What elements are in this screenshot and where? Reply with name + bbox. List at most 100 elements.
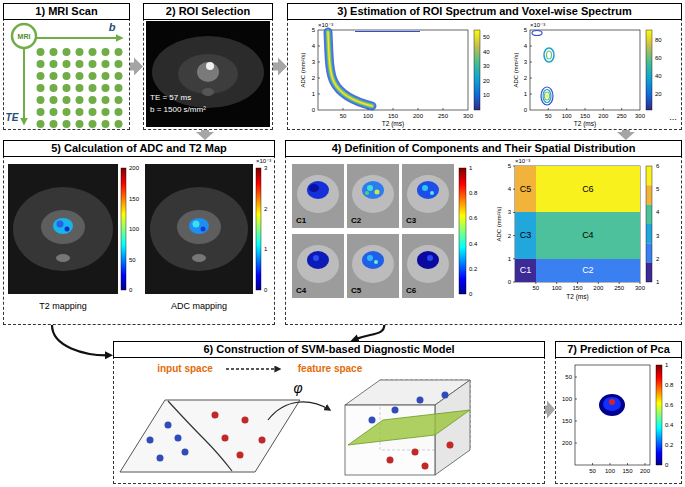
voxel-spectrum-plot-part: [546, 94, 548, 98]
component-maps-part: [407, 245, 449, 283]
figure-label: 30: [483, 63, 490, 69]
component-grid-axes-part: [646, 166, 652, 282]
adc-map-image-part: [145, 164, 253, 294]
prediction-map: [575, 365, 662, 465]
component-label: C6: [582, 185, 594, 194]
figure-label: C2: [351, 217, 361, 225]
component-cell: C5: [515, 166, 536, 212]
prediction-map-part: [609, 399, 615, 405]
component-maps: [292, 164, 466, 298]
component-label: C3: [520, 231, 532, 240]
t2-map-image-part: [57, 221, 64, 228]
curved-arrow-line: [52, 325, 107, 355]
voxel-spectrum-plot-part: [547, 51, 552, 59]
component-grid-axes-part: [513, 166, 640, 284]
component-grid-axes-part: [646, 224, 652, 243]
component-maps-part: [347, 234, 399, 298]
figure-label: ...: [669, 113, 677, 122]
component-maps-part: [402, 164, 454, 228]
block-arrow: [196, 130, 214, 140]
figure-label: 1: [524, 91, 527, 97]
component-maps-part: [362, 251, 384, 269]
svm-illustration-part: [168, 401, 232, 471]
mri-scan-figure-part: [37, 37, 122, 39]
roi-spectrum-plot-part: [328, 32, 372, 106]
roi-spectrum-plot-part: [328, 32, 372, 106]
figure-label: T2 mapping: [39, 302, 87, 311]
adc-map-image-part: [256, 168, 261, 290]
figure-label: ×10⁻³: [318, 22, 333, 28]
mri-scan-figure: [12, 24, 125, 130]
block-arrow: [545, 401, 555, 419]
component-maps-part: [367, 255, 373, 261]
figure-label: 2: [312, 75, 315, 81]
figure-label: φ: [293, 381, 302, 395]
panel-title: 6) Construction of SVM-based Diagnostic …: [113, 341, 545, 358]
figure-label: 2: [508, 233, 511, 239]
figure-label: 1: [264, 246, 267, 252]
figure-label: feature space: [298, 364, 362, 374]
figure-label: 0.4: [469, 241, 477, 247]
figure-label: 50: [483, 34, 490, 40]
figure-label: T2 (ms): [566, 294, 588, 301]
figure-label: 100: [363, 113, 373, 119]
component-cell: C3: [515, 212, 536, 258]
figure-label: MRI: [18, 33, 31, 40]
panel-title: 7) Prediction of Pca: [555, 341, 682, 358]
figure-label: ADC (mm²/s): [496, 207, 502, 242]
component-grid-axes-part: [646, 263, 652, 282]
figure-label: ADC (mm²/s): [300, 53, 306, 88]
figure-label: 5: [312, 27, 315, 33]
figure-label: 0.8: [469, 190, 477, 196]
figure-label: C4: [296, 287, 306, 295]
voxel-spectrum-plot-part: [544, 48, 554, 62]
figure-label: 4: [524, 43, 527, 49]
component-maps-part: [292, 234, 344, 298]
prediction-map-part: [575, 365, 650, 465]
figure-label: 20: [655, 91, 662, 97]
t2-map-image-part: [13, 187, 113, 271]
figure-label: 300: [635, 285, 645, 291]
component-maps-part: [365, 191, 369, 195]
figure-label: 100: [562, 113, 572, 119]
figure-label: 50: [565, 374, 572, 380]
roi-spectrum-plot-part: [328, 32, 372, 106]
svm-illustration-part: [369, 417, 376, 424]
panel-box: 6) Construction of SVM-based Diagnostic …: [113, 341, 545, 484]
roi-image-part: [146, 21, 270, 127]
roi-spectrum-plot-part: [355, 31, 420, 32]
figure-label: b = 1500 s/mm²: [150, 106, 206, 114]
svm-illustration-part: [268, 402, 330, 420]
component-maps-part: [407, 175, 449, 213]
figure-label: C5: [351, 287, 361, 295]
svm-illustration-part: [182, 449, 189, 456]
figure-label: 0.6: [665, 402, 673, 408]
connector: [130, 58, 143, 76]
figure-label: 150: [622, 468, 632, 474]
figure-label: ×10⁻³: [256, 158, 271, 164]
figure-label: 4: [312, 43, 315, 49]
figure-label: 1: [656, 279, 659, 285]
svm-illustration-part: [442, 392, 449, 399]
block-arrow: [273, 58, 287, 76]
figure-label: 150: [580, 113, 590, 119]
svm-illustration-part: [387, 457, 394, 464]
component-maps-part: [307, 251, 329, 269]
prediction-map-part: [599, 394, 625, 416]
figure-label: ×10⁻³: [530, 22, 545, 28]
panel-title: 4) Definition of Components and Their Sp…: [285, 140, 682, 157]
adc-map-image-part: [150, 187, 248, 271]
component-maps-part: [307, 181, 329, 199]
figure-label: 0: [129, 287, 132, 293]
roi-image-part: [206, 62, 214, 70]
figure-label: 1: [469, 165, 472, 171]
svm-illustration-part: [226, 368, 280, 370]
figure-label: 150: [129, 196, 139, 202]
roi-spectrum-plot-part: [474, 30, 480, 110]
figure-label: 250: [438, 113, 448, 119]
figure-label: C1: [296, 217, 306, 225]
component-label: C1: [520, 266, 532, 275]
mri-scan-figure-part: [34, 46, 125, 130]
svm-illustration-part: [212, 412, 219, 419]
